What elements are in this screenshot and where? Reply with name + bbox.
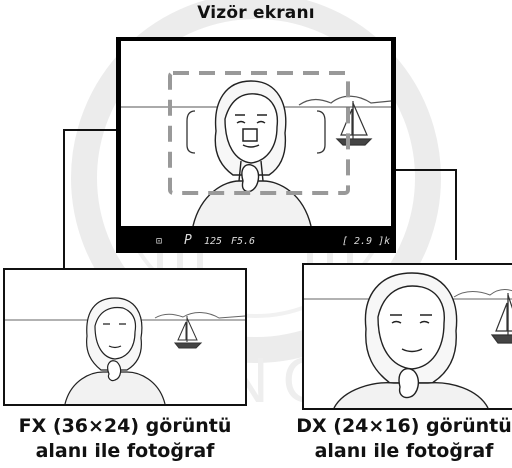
dx-caption-line1: DX (24×16) görüntü — [296, 414, 512, 439]
aperture-value: F5.6 — [231, 236, 255, 247]
fx-caption-line1: FX (36×24) görüntü — [0, 414, 250, 439]
fx-photo — [3, 268, 247, 406]
exposure-mode: P — [184, 233, 192, 248]
fx-caption-line2: alanı ile fotoğraf — [0, 439, 250, 464]
sailboat-icon — [175, 316, 201, 348]
viewfinder-scene — [121, 41, 391, 226]
matrix-metering-icon: ⊡ — [156, 236, 162, 247]
dx-caption-line2: alanı ile fotoğraf — [296, 439, 512, 464]
viewfinder-display: ⊡ P 125 F5.6 [ 2.9 ]k — [116, 37, 396, 253]
frames-remaining: [ 2.9 ]k — [342, 236, 390, 247]
fx-caption: FX (36×24) görüntü alanı ile fotoğraf — [0, 414, 250, 464]
shutter-speed: 125 — [204, 236, 222, 247]
dx-caption: DX (24×16) görüntü alanı ile fotoğraf — [296, 414, 512, 464]
fx-photo-scene — [5, 270, 245, 404]
dx-photo-scene — [304, 265, 512, 408]
viewfinder-info-bar: ⊡ P 125 F5.6 [ 2.9 ]k — [116, 229, 396, 253]
portrait-figure — [334, 273, 488, 408]
portrait-figure — [65, 298, 165, 404]
sailboat-icon — [492, 293, 512, 343]
dx-photo — [302, 263, 512, 410]
